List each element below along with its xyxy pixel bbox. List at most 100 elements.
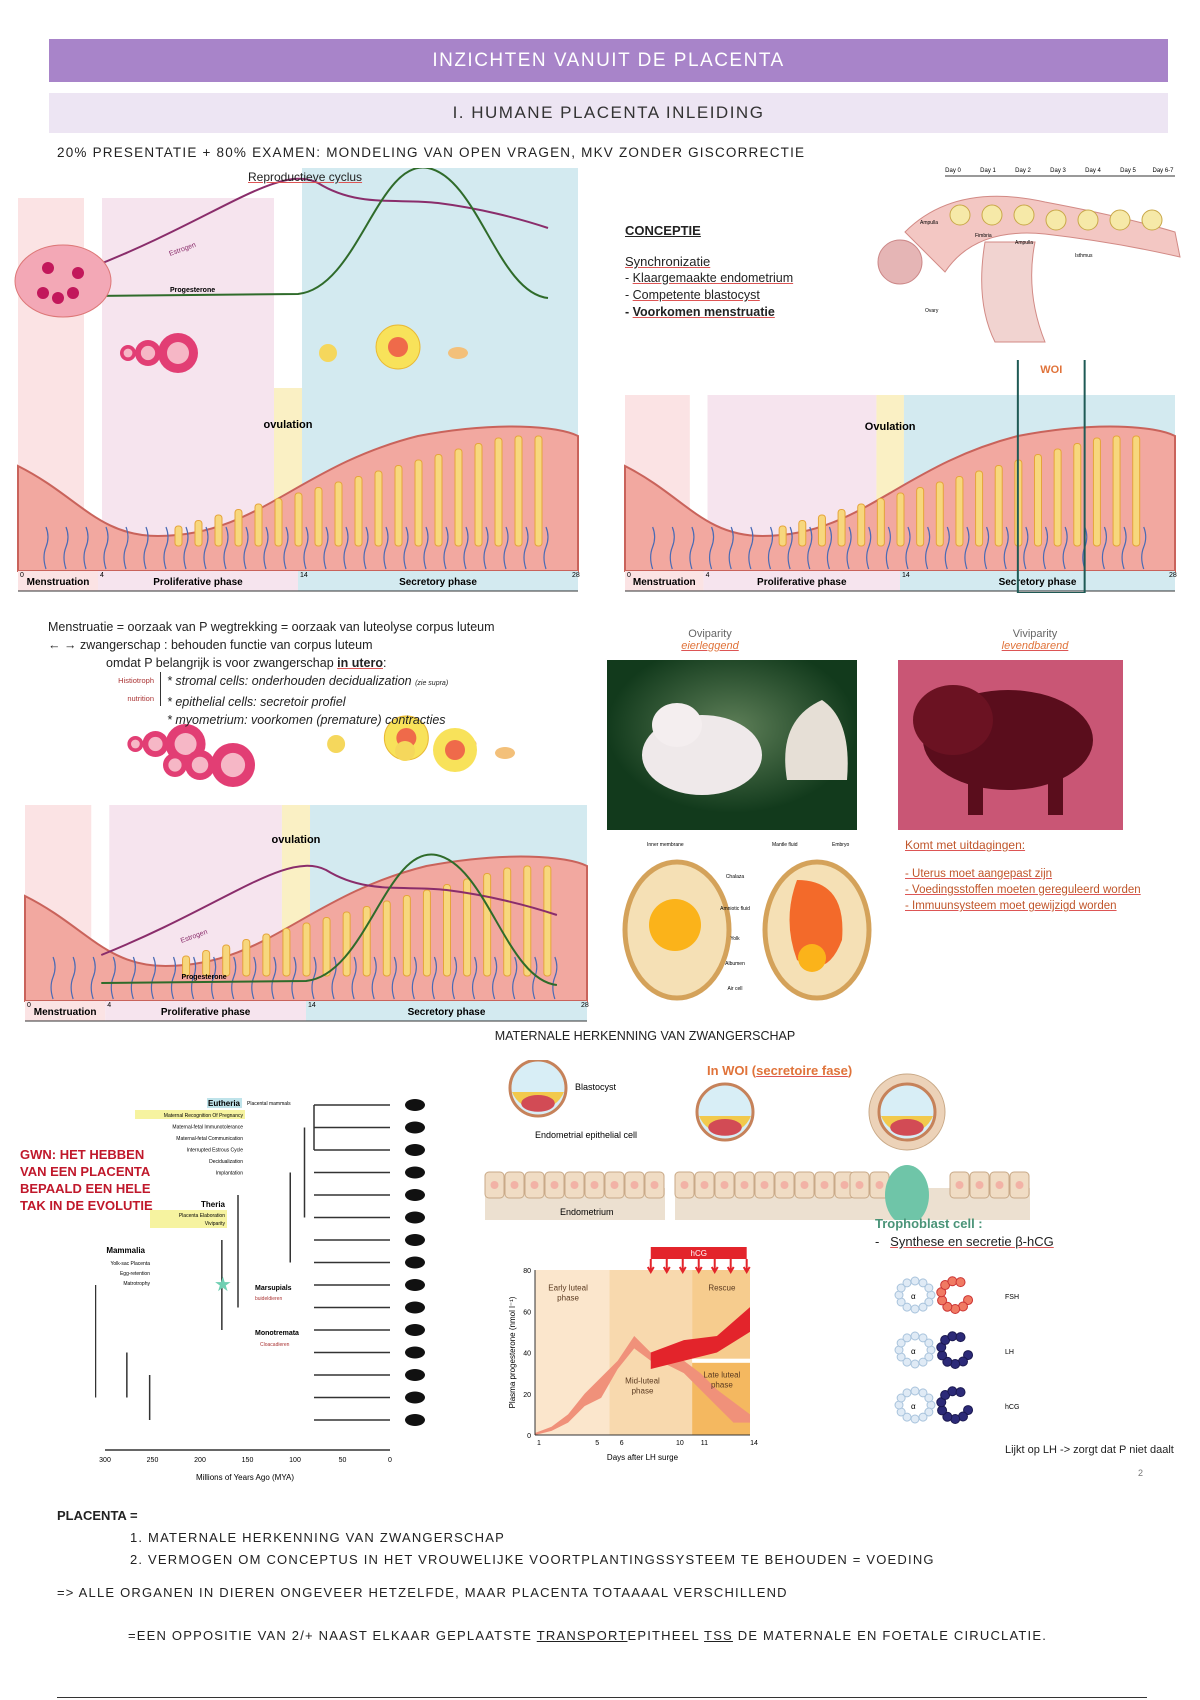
time-tick: 200 <box>194 1457 206 1464</box>
blood-vessel <box>1141 526 1147 570</box>
day-tick: 0 <box>20 572 24 579</box>
gland <box>182 955 191 977</box>
gland <box>514 435 523 547</box>
blood-vessel <box>492 956 498 1000</box>
uterus-wall <box>981 241 1046 343</box>
animal-silhouette <box>405 1166 425 1179</box>
gland <box>1073 443 1082 547</box>
blood-vessel <box>471 956 478 1000</box>
beta-subunit <box>963 1295 974 1306</box>
corpus-luteum <box>327 735 346 753</box>
tube-label: Isthmus <box>1075 253 1093 259</box>
blood-vessel <box>231 956 237 1000</box>
tube-day-label: Day 5 <box>1120 168 1136 174</box>
progesterone-label: Progesterone <box>170 287 215 294</box>
cell-nucleus <box>800 1181 809 1189</box>
trophoblast-item: - Synthese en secretie β-hCG <box>875 1234 1054 1249</box>
alpha-subunit <box>896 1393 906 1403</box>
x-tick: 11 <box>701 1440 708 1447</box>
gland <box>443 884 451 977</box>
blood-vessel <box>203 526 209 570</box>
hypoblast <box>521 1095 555 1112</box>
progesterone-label: Progesterone <box>182 974 227 981</box>
egg-label: Mantle fluid <box>772 842 798 848</box>
alpha-subunit <box>924 1407 934 1417</box>
phase-bar <box>98 571 298 591</box>
alpha-subunit <box>918 1333 928 1343</box>
day-tick: 4 <box>706 572 710 579</box>
chick-hatching-photo <box>607 660 857 830</box>
cell-nucleus <box>975 1181 984 1189</box>
alpha-subunit <box>896 1338 906 1348</box>
y-tick: 80 <box>523 1268 531 1275</box>
placenta-item: 1. MATERNALE HERKENNING VAN ZWANGERSCHAP <box>130 1530 505 1545</box>
animal-silhouette <box>405 1234 425 1246</box>
egg-yolk <box>798 944 826 972</box>
ovulation-label: ovulation <box>272 834 321 846</box>
gland <box>194 520 203 547</box>
tube-label: Ampulla <box>1015 240 1033 246</box>
eutheria-trait: Maternal Recognition Of Pregnancy <box>164 1113 244 1119</box>
hcg-arrow <box>726 1259 735 1274</box>
ovary-follicle <box>42 262 54 274</box>
x-tick: 5 <box>595 1440 599 1447</box>
egg-label: Amniotic fluid <box>720 906 750 912</box>
gland <box>837 509 846 547</box>
eutheria-trait: Maternal-fetal Immunotolerance <box>172 1125 243 1131</box>
phase-bar <box>298 571 578 591</box>
hypoblast <box>708 1119 742 1136</box>
gland <box>234 509 243 547</box>
gland <box>857 503 866 547</box>
hormone-label: LH <box>1005 1349 1014 1356</box>
placenta-conclusion: => ALLE ORGANEN IN DIEREN ONGEVEER HETZE… <box>57 1585 788 1600</box>
alpha-subunit <box>918 1357 928 1367</box>
blood-vessel <box>1062 526 1068 570</box>
tube-day-label: Day 4 <box>1085 168 1101 174</box>
gland <box>242 939 251 977</box>
note-line: omdat P belangrijk is voor zwangerschap … <box>106 656 387 670</box>
monotremata-sub: Cloacadieren <box>260 1342 290 1348</box>
blood-vessel <box>311 956 317 1000</box>
blood-vessel <box>291 956 297 1000</box>
ovary-follicle <box>37 287 49 299</box>
animal-silhouette <box>405 1256 425 1269</box>
progesterone-curve <box>89 168 549 299</box>
ovulation-label: ovulation <box>264 419 313 431</box>
conceptie-item: Voorkomen menstruatie <box>625 304 793 321</box>
cell-nucleus <box>760 1181 769 1189</box>
cell-nucleus <box>955 1181 964 1189</box>
gland <box>955 476 964 547</box>
egg-label: Yolk <box>730 936 740 942</box>
time-tick: 50 <box>339 1457 347 1464</box>
gland <box>394 465 403 547</box>
phase-label: Secretory phase <box>408 1007 486 1018</box>
beta-subunit <box>937 1295 948 1306</box>
embryo-stage <box>1077 209 1099 231</box>
embryo-stage <box>981 204 1003 226</box>
alpha-subunit <box>918 1388 928 1398</box>
conceptie-heading: CONCEPTIE <box>625 223 701 238</box>
tube-day-label: Day 0 <box>945 168 961 174</box>
cell-nucleus <box>1015 1181 1024 1189</box>
phase-label: Secretory phase <box>399 577 477 588</box>
x-tick: 6 <box>620 1440 624 1447</box>
animal-silhouette <box>405 1324 425 1336</box>
alpha-subunit <box>902 1412 912 1422</box>
blood-vessel <box>323 526 329 570</box>
gland <box>1132 435 1141 547</box>
time-tick: 150 <box>242 1457 254 1464</box>
blood-vessel <box>411 956 417 1000</box>
hcg-arrow <box>694 1259 703 1274</box>
gland <box>202 950 211 977</box>
marsupials-label: Marsupials <box>255 1285 292 1292</box>
blood-vessel <box>123 526 129 570</box>
blood-vessel <box>391 956 397 1000</box>
cell-nucleus <box>510 1181 519 1189</box>
rescue-progesterone-band <box>650 1307 750 1369</box>
recognition-title: MATERNALE HERKENNING VAN ZWANGERSCHAP <box>494 1029 796 1043</box>
section-heading: I. HUMANE PLACENTA INLEIDING <box>49 93 1168 133</box>
tube-day-label: Day 2 <box>1015 168 1031 174</box>
phase-bar <box>25 1001 106 1021</box>
